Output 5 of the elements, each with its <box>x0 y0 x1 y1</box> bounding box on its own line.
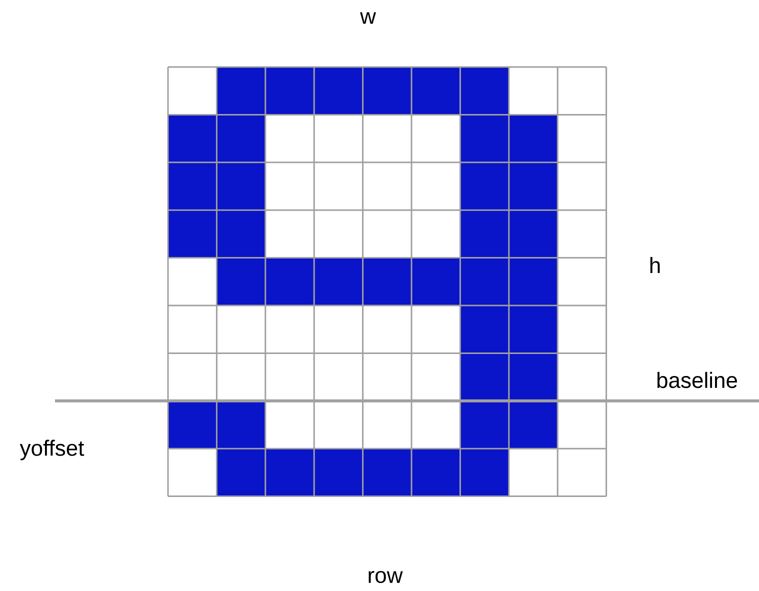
axis-label: row <box>368 570 403 584</box>
axis-label: yoffset <box>20 440 84 460</box>
axis-label: w <box>360 12 376 24</box>
axis-label: baseline <box>657 372 737 388</box>
axis-label: h <box>650 257 660 273</box>
